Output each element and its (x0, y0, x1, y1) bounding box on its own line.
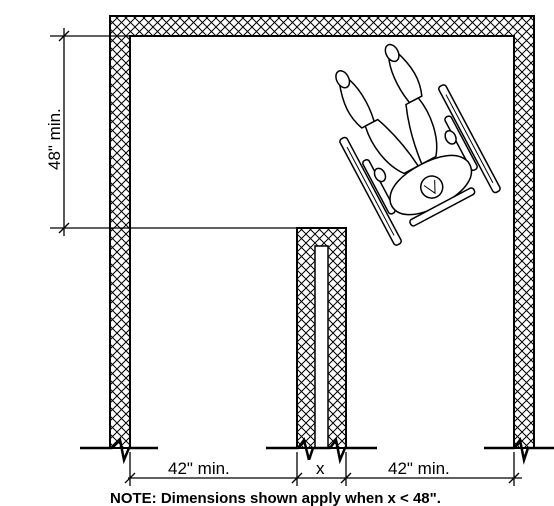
wheelchair-user-figure (335, 43, 501, 246)
horizontal-dimension: 42" min. x 42" min. (124, 452, 522, 486)
floor-line-left (80, 437, 158, 465)
center-partition-wall (296, 227, 347, 449)
center-gap-label: x (316, 459, 325, 478)
floor-line-right (484, 437, 554, 465)
left-width-label: 42" min. (168, 459, 230, 478)
vertical-dimension: 48" min. (45, 28, 297, 236)
floor-line-center (266, 437, 377, 465)
note-text: NOTE: Dimensions shown apply when x < 48… (110, 490, 441, 506)
right-width-label: 42" min. (388, 459, 450, 478)
vertical-dimension-label: 48" min. (45, 108, 64, 170)
